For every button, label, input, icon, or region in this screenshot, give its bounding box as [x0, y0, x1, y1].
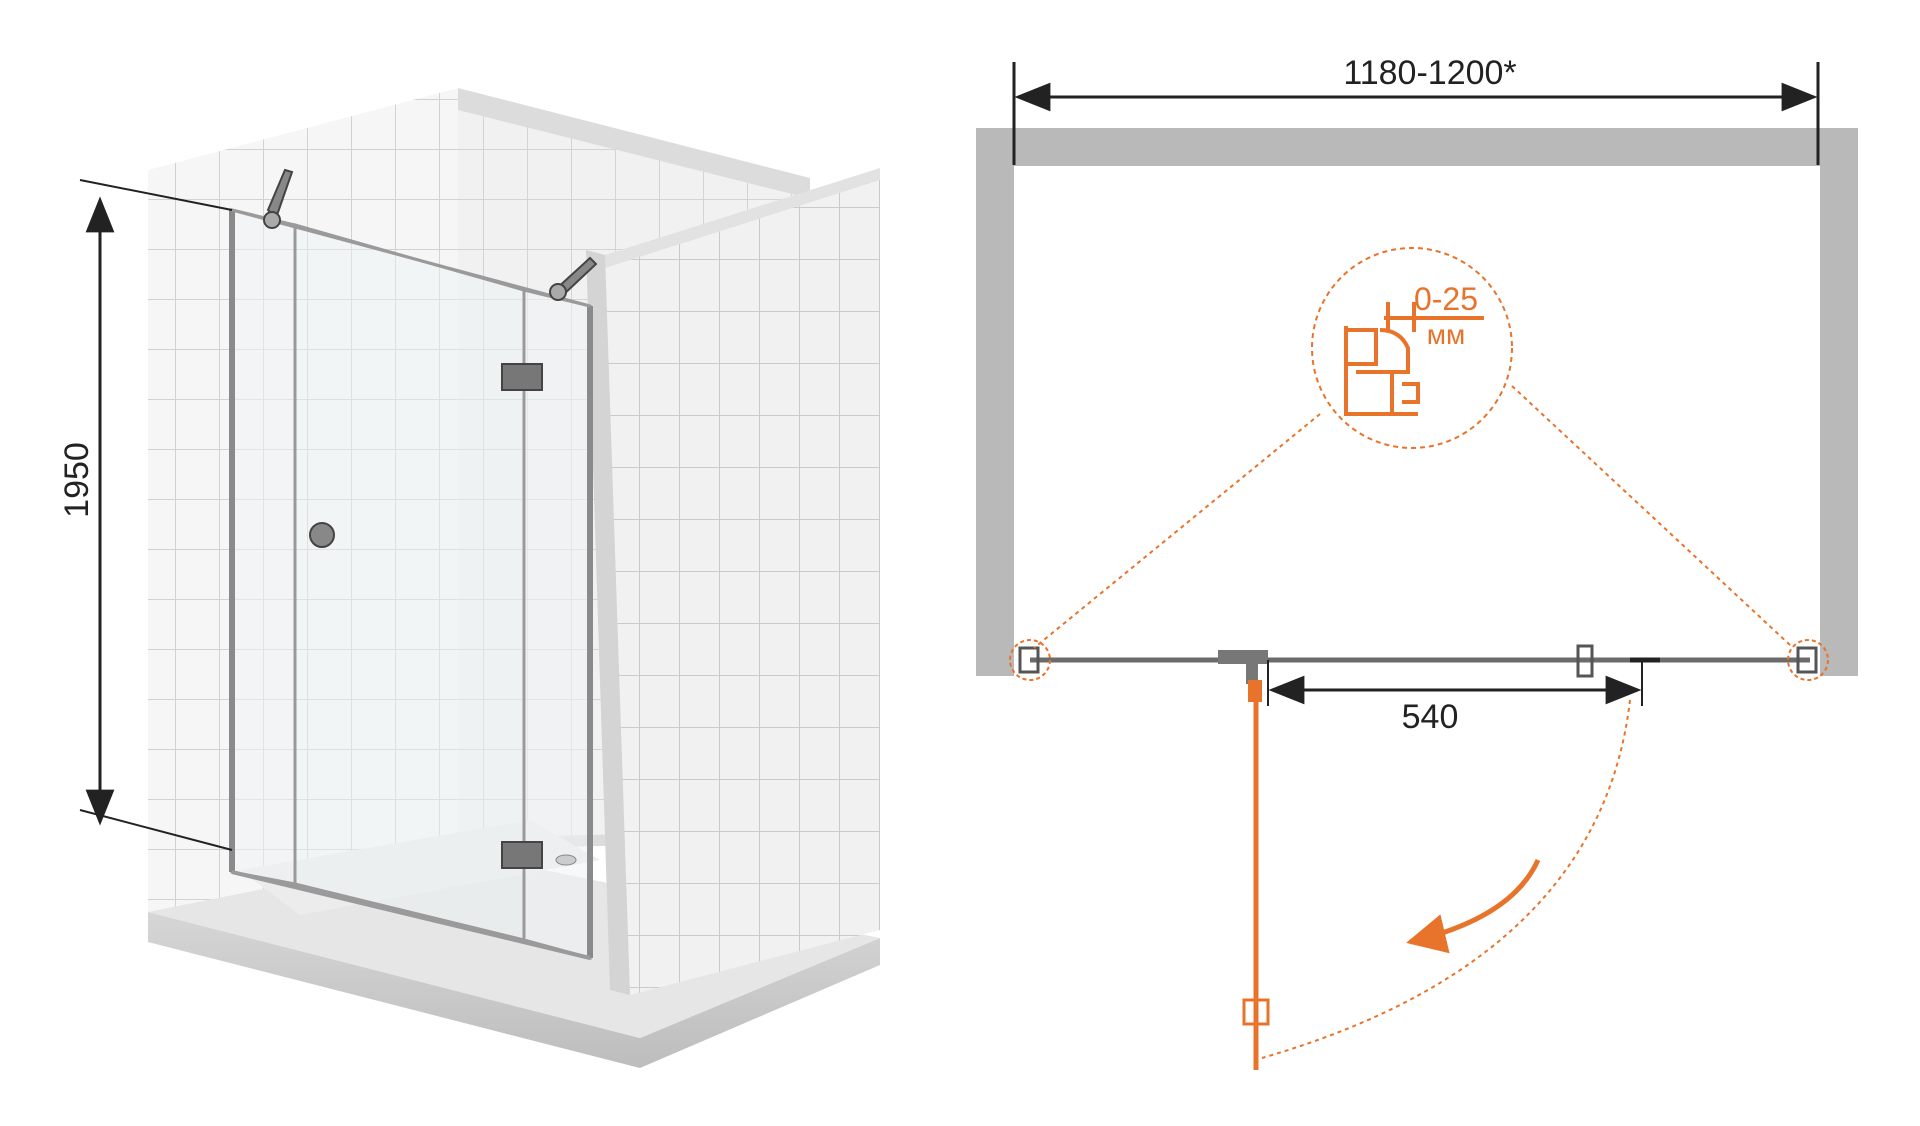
wall-bracket-left-cap [263, 211, 281, 229]
glass-bottom-rail [231, 870, 591, 960]
wall-bracket-right-cap [549, 283, 567, 301]
seal-gap-unit: мм [1427, 319, 1466, 350]
width-label: 1180-1200* [1343, 54, 1516, 92]
hinge-top [501, 363, 543, 391]
door-glass-panel [293, 223, 526, 942]
height-label: 1950 [58, 442, 96, 518]
plan-hinge-pivot-2 [1246, 656, 1258, 684]
hinge-bottom [501, 841, 543, 869]
floor-drain [555, 854, 577, 866]
plan-wall-right [1820, 128, 1858, 676]
plan-hinge-pivot [1218, 650, 1268, 664]
glass-top-rail [231, 208, 591, 308]
left-profile [1018, 646, 1040, 674]
seal-profile-drawing [1344, 302, 1484, 416]
left-wall [148, 150, 232, 880]
side-wall [605, 178, 880, 995]
height-extension-top [79, 179, 233, 211]
left-profile-callout [1009, 639, 1051, 681]
door-swing-arc [1261, 699, 1631, 1059]
right-profile [1796, 646, 1818, 674]
side-wall-front-face [586, 250, 630, 995]
open-door-hinge [1248, 680, 1262, 702]
right-profile-callout [1787, 639, 1829, 681]
plan-wall-top [976, 128, 1858, 166]
isometric-view: 1950 [58, 88, 880, 1068]
side-wall-edge [605, 168, 880, 268]
seal-detail-callout [1311, 247, 1513, 449]
door-knob [309, 522, 335, 548]
opening-label: 540 [1402, 698, 1459, 736]
plan-view: 1180-1200* 540 [976, 54, 1858, 1070]
callout-leader-left [1033, 413, 1321, 649]
callout-leader-right [1511, 385, 1791, 646]
swing-direction-arrow [1406, 858, 1541, 954]
base-platform [148, 912, 880, 1068]
seal-gap-label: 0-25 [1414, 281, 1478, 317]
open-door-handle [1242, 998, 1270, 1026]
plan-wall-left [976, 128, 1014, 676]
fixed-glass-panel [230, 208, 297, 886]
